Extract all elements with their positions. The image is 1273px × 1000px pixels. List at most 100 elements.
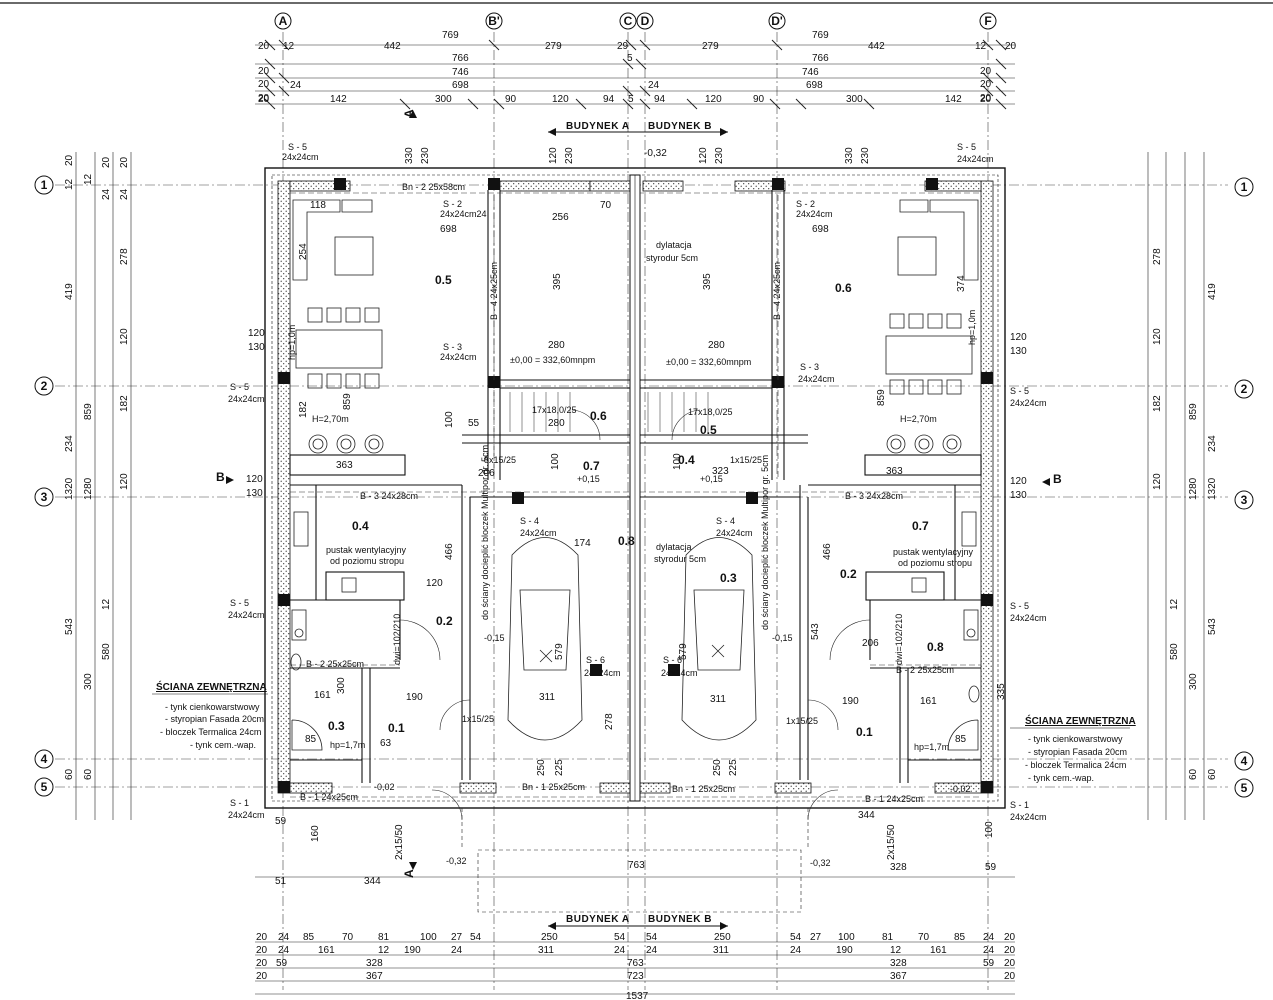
- dim-text: 766: [812, 53, 829, 64]
- column-size: 24x24cm: [228, 610, 265, 620]
- column-size: 24x24cm: [957, 154, 994, 164]
- column-label: S - 5: [1010, 386, 1029, 396]
- dim-text: 367: [366, 971, 383, 982]
- section-marker: B: [1053, 472, 1062, 486]
- dim-text: 367: [890, 971, 907, 982]
- dim-text: 335: [996, 683, 1007, 700]
- dim-text: 698: [806, 80, 823, 91]
- dim-text: 182: [298, 401, 309, 418]
- dim-text: 300: [83, 673, 94, 690]
- dim-text: 1280: [1188, 477, 1199, 500]
- row-label-4-left: 4: [41, 752, 48, 766]
- dim-text: 328: [890, 862, 907, 873]
- dim-text: 174: [574, 538, 591, 549]
- dim-text: 27: [810, 932, 822, 943]
- dim-text: 120: [552, 94, 569, 105]
- building-label-top: BUDYNEK A BUDYNEK B -0,32: [548, 121, 728, 159]
- dim-text: 20: [256, 945, 268, 956]
- dim-text: 142: [945, 94, 962, 105]
- dim-text: 20: [980, 94, 992, 105]
- beam-label: B - 3 24x28cm: [360, 491, 418, 501]
- dim-text: 300: [336, 677, 347, 694]
- dim-text: 100: [984, 821, 995, 838]
- room-number: 0.1: [388, 721, 405, 735]
- column-label: S - 4: [716, 516, 735, 526]
- dim-text: 254: [298, 243, 309, 260]
- dim-text: 250: [541, 932, 558, 943]
- dim-text: 90: [753, 94, 765, 105]
- row-label-1-right: 1: [1241, 180, 1248, 194]
- dim-text: 24: [119, 188, 130, 200]
- columns: [278, 178, 993, 793]
- top-dim-ticks: [264, 39, 1007, 110]
- dim-text: 250: [712, 759, 723, 776]
- dim-text: 769: [812, 30, 829, 41]
- dim-text: 85: [305, 734, 317, 745]
- room-number: 0.5: [700, 423, 717, 437]
- dim-text: 24: [790, 945, 802, 956]
- dim-text: 24: [101, 188, 112, 200]
- expansion-joint-detail: styrodur 5cm: [654, 554, 706, 564]
- column-size: 24x24cm: [282, 152, 319, 162]
- dim-text: 344: [858, 810, 875, 821]
- wall-legend-left: ŚCIANA ZEWNĘTRZNA - tynk cienkowarstwowy…: [152, 680, 268, 750]
- dim-text: 225: [728, 759, 739, 776]
- dim-text: 859: [1188, 403, 1199, 420]
- column-label: S - 5: [1010, 601, 1029, 611]
- dim-text: 100: [444, 411, 455, 428]
- dim-text: 746: [452, 67, 469, 78]
- dim-text: 2x15/50: [886, 824, 897, 860]
- level-label: -0,32: [644, 148, 667, 159]
- steps-label: 8x15/25: [484, 455, 516, 465]
- room-number: 0.8: [618, 534, 635, 548]
- column-label: S - 5: [288, 142, 307, 152]
- bottom-dim-texts: 20 24 85 70 81 100 27 54 250 54 54 250 5…: [256, 932, 1016, 1000]
- stairs: [509, 392, 709, 432]
- dim-text: 1320: [64, 477, 75, 500]
- level-label: -0,15: [772, 633, 793, 643]
- door-swings: [399, 409, 871, 821]
- column-size: 24x24cm: [440, 352, 477, 362]
- steps-label: 1x15/25: [786, 716, 818, 726]
- dim-text: 395: [702, 273, 713, 290]
- dim-text: 182: [119, 395, 130, 412]
- vent-label-detail: od poziomu stropu: [330, 556, 404, 566]
- internal-dimensions: 698 698 256 70 395 395 280 280 280 311 3…: [246, 147, 1027, 887]
- column-size: 24x24cm: [584, 668, 621, 678]
- dim-text: 20: [258, 93, 270, 104]
- dim-text: 160: [310, 825, 321, 842]
- column-label: S - 4: [520, 516, 539, 526]
- beam-label: B - 2 25x25cm: [896, 665, 954, 675]
- dim-text: 24: [451, 945, 463, 956]
- column-size: 24x24cm: [661, 668, 698, 678]
- building-a-label: BUDYNEK A: [566, 914, 630, 925]
- axis-label-d: D: [641, 14, 650, 28]
- vent-label: pustak wentylacyjny: [326, 545, 407, 555]
- stairs-label: 17x18,0/25: [532, 405, 577, 415]
- column-size: 24x24cm: [716, 528, 753, 538]
- building-label-bottom: BUDYNEK A BUDYNEK B: [548, 914, 728, 930]
- level-label: -0,32: [810, 858, 831, 868]
- dim-text: 120: [705, 94, 722, 105]
- dim-text: 24: [614, 945, 626, 956]
- column-label: S - 5: [957, 142, 976, 152]
- dim-text: 20: [256, 958, 268, 969]
- dim-text: 90: [505, 94, 517, 105]
- dim-text: 1537: [626, 991, 649, 1000]
- legend-line: - tynk cienkowarstwowy: [1028, 734, 1123, 744]
- dim-text: 230: [420, 147, 431, 164]
- legend-line: - bloczek Termalica 24cm: [160, 727, 261, 737]
- dim-text: 580: [101, 643, 112, 660]
- dim-text: 543: [810, 623, 821, 640]
- dim-text: 466: [822, 543, 833, 560]
- dim-text: 120: [426, 578, 443, 589]
- row-label-2-right: 2: [1241, 382, 1248, 396]
- column-label: S - 5: [230, 598, 249, 608]
- dim-text: 70: [918, 932, 930, 943]
- parapet-label: hp=1,7m: [330, 740, 365, 750]
- dim-text: 12: [378, 945, 390, 956]
- dim-text: 280: [708, 340, 725, 351]
- structural-labels: S - 5 24x24cm S - 5 24x24cm S - 2 24x24c…: [228, 142, 1047, 822]
- dim-text: 543: [1207, 618, 1218, 635]
- dim-text: 20: [64, 154, 75, 166]
